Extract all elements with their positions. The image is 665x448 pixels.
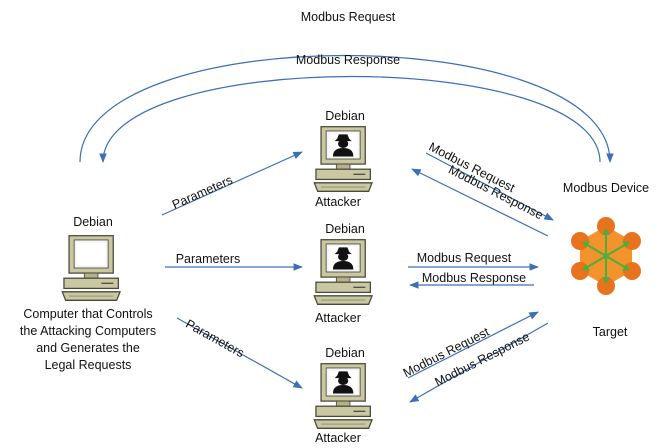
param-arrow-1 bbox=[161, 151, 303, 216]
top-request-arc bbox=[79, 55, 614, 163]
controller-caption-4: Legal Requests bbox=[45, 358, 132, 372]
top-response-arc bbox=[99, 76, 601, 163]
attacker-3-role-label: Attacker bbox=[315, 431, 361, 445]
controller-caption-2: the Attacking Computers bbox=[20, 324, 156, 338]
top-request-label: Modbus Request bbox=[301, 10, 396, 24]
controller-caption-1: Computer that Controls bbox=[23, 307, 152, 321]
param-label-3: Parameters bbox=[183, 317, 246, 361]
link-1-request-arrow bbox=[425, 152, 554, 221]
attacker-2-computer bbox=[313, 238, 373, 306]
link-3-response-arrow bbox=[409, 322, 549, 403]
link-2-response-label: Modbus Response bbox=[422, 271, 526, 285]
target-title: Modbus Device bbox=[563, 181, 649, 195]
link-2-request-label: Modbus Request bbox=[417, 251, 512, 265]
link-1-response-arrow bbox=[411, 168, 549, 237]
attacker-2-role-label: Attacker bbox=[315, 311, 361, 325]
controller-caption-3: and Generates the bbox=[36, 341, 140, 355]
controller-computer bbox=[61, 234, 121, 302]
attacker-1-computer bbox=[313, 125, 373, 193]
param-arrow-3 bbox=[176, 317, 303, 389]
attacker-1-os-label: Debian bbox=[325, 109, 365, 123]
attacker-3-computer bbox=[313, 362, 373, 430]
attacker-2-os-label: Debian bbox=[325, 222, 365, 236]
attacker-3-os-label: Debian bbox=[325, 346, 365, 360]
top-response-label: Modbus Response bbox=[296, 53, 400, 67]
attacker-1-role-label: Attacker bbox=[315, 195, 361, 209]
modbus-device-icon bbox=[571, 217, 641, 295]
link-3-request-arrow bbox=[407, 311, 539, 379]
param-label-1: Parameters bbox=[170, 173, 235, 212]
controller-os-label: Debian bbox=[73, 215, 113, 229]
param-label-2: Parameters bbox=[176, 252, 241, 266]
target-caption: Target bbox=[593, 325, 628, 339]
